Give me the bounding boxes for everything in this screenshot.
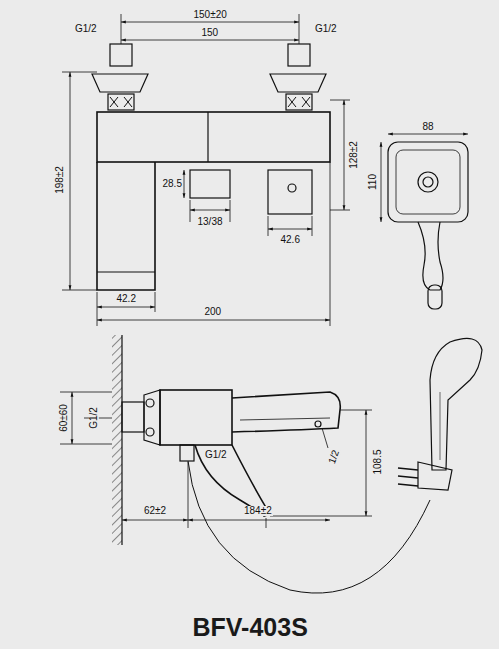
dimension-label: 42.2	[116, 294, 137, 304]
dimension-label: 150±20	[193, 10, 228, 20]
dimension-label: 42.6	[280, 235, 301, 245]
dimension-label: 184±2	[243, 506, 273, 516]
dimension-label: 128±2	[349, 140, 359, 170]
dimension-label: 1/2	[327, 448, 342, 466]
dimension-label: 200	[204, 307, 223, 317]
dimension-label: 110	[368, 173, 378, 191]
dimension-label: 28.5	[162, 179, 183, 189]
model-title: BFV-403S	[193, 615, 308, 640]
dimension-label: G1/2	[204, 450, 228, 460]
dimension-label: G1/2	[314, 24, 338, 34]
dimension-label: 88	[422, 122, 435, 132]
dimension-label: 60±60	[59, 403, 69, 433]
dimension-label: 13/38	[197, 217, 224, 227]
dimension-label: 150	[201, 28, 220, 38]
dimension-label: G1/2	[74, 24, 98, 34]
dimension-label: G1/2	[89, 406, 99, 430]
dimension-label: 198±2	[55, 165, 65, 195]
dimension-label: 62±2	[143, 506, 167, 516]
dimension-label: 108.5	[372, 448, 382, 475]
